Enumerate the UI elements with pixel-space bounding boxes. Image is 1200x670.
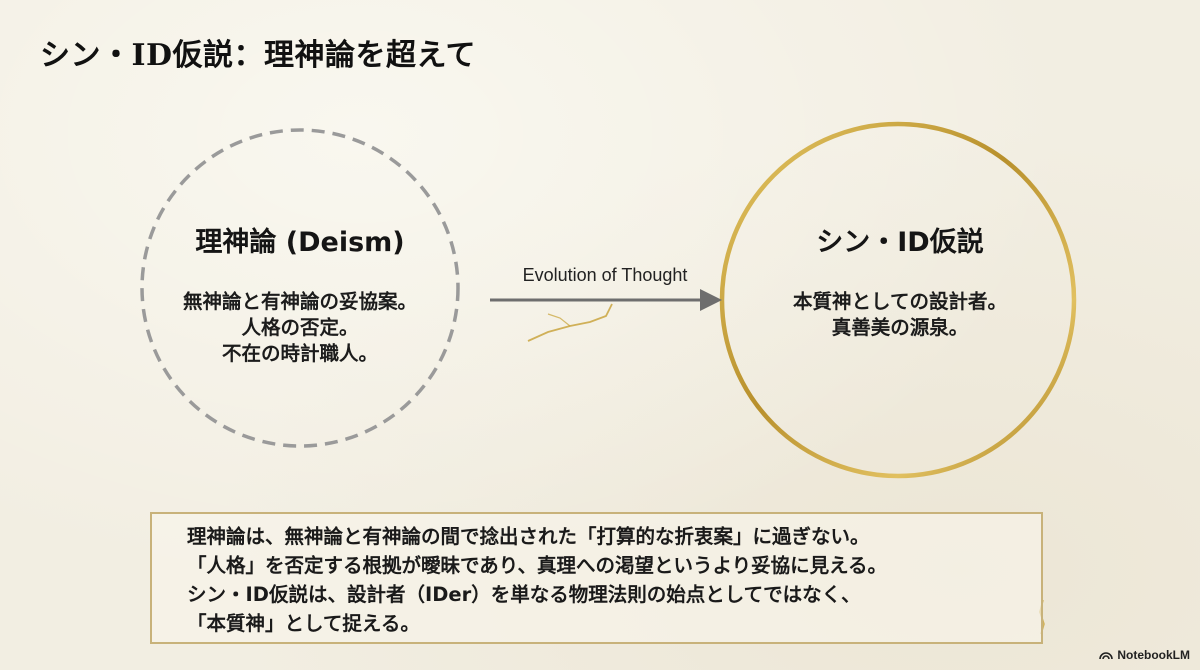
summary-note-box: 理神論は、無神論と有神論の間で捻出された「打算的な折衷案」に過ぎない。 「人格」… — [150, 512, 1043, 644]
note-line: シン・ID仮説は、設計者（IDer）を単なる物理法則の始点としてではなく、 — [187, 583, 861, 606]
note-line: 「人格」を否定する根拠が曖昧であり、真理への渇望というより妥協に見える。 — [187, 554, 888, 577]
notebooklm-brand: NotebookLM — [1099, 648, 1190, 662]
gold-crack-branch — [547, 313, 571, 327]
page-title: シン・ID仮説：理神論を超えて — [40, 38, 477, 73]
deism-line: 人格の否定。 — [241, 316, 359, 339]
shin-id-line: 真善美の源泉。 — [831, 316, 969, 339]
deism-circle — [140, 128, 460, 448]
deism-node: 理神論 (Deism) 無神論と有神論の妥協案。 人格の否定。 不在の時計職人。 — [140, 220, 460, 367]
evolution-arrow-head — [700, 289, 722, 311]
notebooklm-logo-icon — [1099, 651, 1114, 659]
arrow-label: Evolution of Thought — [522, 265, 688, 285]
deism-line: 不在の時計職人。 — [221, 342, 378, 365]
shin-id-line: 本質神としての設計者。 — [793, 290, 1007, 313]
note-line: 理神論は、無神論と有神論の間で捻出された「打算的な折衷案」に過ぎない。 — [187, 525, 870, 548]
deism-line: 無神論と有神論の妥協案。 — [182, 290, 417, 313]
brand-label: NotebookLM — [1117, 648, 1190, 662]
shin-id-title: シン・ID仮説 — [816, 227, 984, 258]
shin-id-node: シン・ID仮説 本質神としての設計者。 真善美の源泉。 — [725, 220, 1075, 341]
deism-title: 理神論 (Deism) — [195, 227, 405, 258]
gold-crack-decoration — [527, 303, 613, 342]
note-line: 「本質神」として捉える。 — [187, 612, 420, 635]
